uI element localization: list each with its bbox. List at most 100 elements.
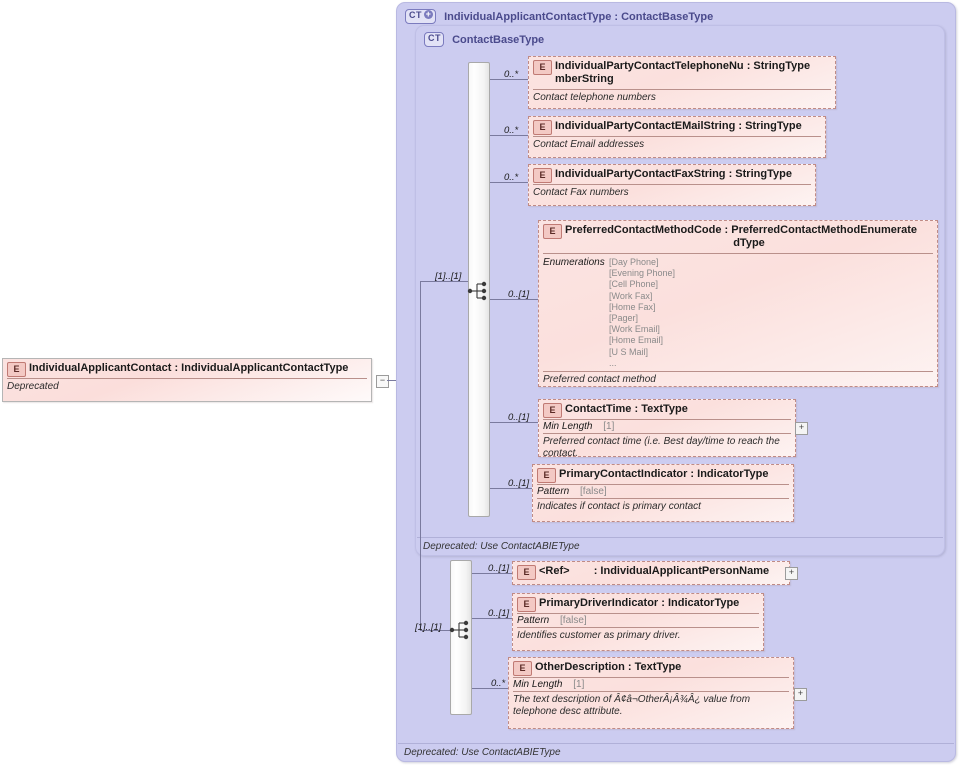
element-box-preferred-contact-method-code[interactable]: E PreferredContactMethodCode : Preferred… <box>538 220 938 387</box>
facet-value: [1] <box>573 679 585 690</box>
ref-expand-toggle[interactable]: + <box>785 567 798 580</box>
element-icon: E <box>517 565 536 580</box>
root-element-documentation: Deprecated <box>7 381 59 392</box>
element-title-row: E OtherDescription : TextType <box>509 658 793 677</box>
connector-to-sequence1-vertical <box>420 281 421 381</box>
divider <box>513 691 789 692</box>
divider <box>543 419 791 420</box>
outer-container-title: IndividualApplicantContactType : Contact… <box>444 10 714 23</box>
divider <box>517 613 759 614</box>
element-box-primary-driver-indicator[interactable]: E PrimaryDriverIndicator : IndicatorType… <box>512 593 764 651</box>
element-box-individual-party-contact-email-string[interactable]: E IndividualPartyContactEMailString : St… <box>528 116 826 158</box>
element-documentation: Contact Email addresses <box>533 139 645 150</box>
connector-ext-3 <box>472 688 512 689</box>
connector-base-2 <box>490 135 528 136</box>
facet-name: Min Length <box>513 679 563 690</box>
sequence-icon <box>449 620 469 640</box>
facet-name: Pattern <box>517 615 550 626</box>
connector-sequence2-horizontal <box>420 630 450 631</box>
element-title-row: E PrimaryDriverIndicator : IndicatorType <box>513 594 763 613</box>
element-title-row: E ContactTime : TextType <box>539 400 795 419</box>
element-box-ref-individual-applicant-person-name[interactable]: E <Ref> : IndividualApplicantPersonName <box>512 561 790 585</box>
divider <box>537 498 789 499</box>
enum-item: [Work Fax] <box>609 290 653 301</box>
complextype-icon: CT <box>424 32 444 47</box>
root-collapse-toggle[interactable]: − <box>376 375 389 388</box>
divider <box>517 627 759 628</box>
enum-item: [Home Email] <box>609 335 664 346</box>
inner-container-header: CT ContactBaseType <box>424 32 544 47</box>
element-name: ContactTime : TextType <box>565 403 688 415</box>
element-icon: E <box>533 120 552 135</box>
root-element-box[interactable]: E IndividualApplicantContact : Individua… <box>2 358 372 402</box>
divider <box>543 253 933 254</box>
element-box-individual-party-contact-fax-string[interactable]: E IndividualPartyContactFaxString : Stri… <box>528 164 816 206</box>
divider <box>543 371 933 373</box>
element-documentation: Contact Fax numbers <box>533 187 629 198</box>
element-box-contact-time[interactable]: E ContactTime : TextType Min Length [1] … <box>538 399 796 459</box>
facet-name: Pattern <box>537 486 570 497</box>
contact-time-expand-toggle[interactable]: + <box>795 422 808 435</box>
element-title-row: E PreferredContactMethodCode : Preferred… <box>539 221 937 253</box>
element-documentation: Indicates if contact is primary contact <box>537 501 701 512</box>
base-element-2-cardinality: 0..* <box>504 125 519 136</box>
complextype-icon: CT+ <box>405 9 436 24</box>
facet-row: Min Length [1] <box>509 678 793 691</box>
element-icon: E <box>543 403 562 418</box>
enumerations-label: Enumerations <box>543 257 605 268</box>
enumerations-values: [Day Phone] [Evening Phone] [Cell Phone]… <box>609 257 675 369</box>
element-title-row: E IndividualPartyContactFaxString : Stri… <box>529 165 815 184</box>
element-title-row: E PrimaryContactIndicator : IndicatorTyp… <box>533 465 793 484</box>
element-title-row: E <Ref> : IndividualApplicantPersonName <box>513 562 789 581</box>
divider <box>513 677 789 678</box>
ext-element-2-cardinality: 0..[1] <box>488 608 510 619</box>
element-documentation: Contact telephone numbers <box>533 92 656 103</box>
element-name: PrimaryDriverIndicator : IndicatorType <box>539 597 740 609</box>
ref-label: <Ref> <box>539 565 570 577</box>
divider <box>7 378 367 379</box>
enum-item: [Work Email] <box>609 324 660 335</box>
element-box-other-description[interactable]: E OtherDescription : TextType Min Length… <box>508 657 794 729</box>
divider <box>533 136 821 137</box>
element-icon: E <box>533 60 552 75</box>
element-documentation: Preferred contact time (i.e. Best day/ti… <box>543 436 780 459</box>
element-documentation: Preferred contact method <box>543 374 656 386</box>
inner-container-title: ContactBaseType <box>452 33 545 46</box>
element-name: IndividualPartyContactFaxString : String… <box>555 168 792 180</box>
connector-base-1 <box>490 79 528 80</box>
facet-row: Min Length [1] <box>539 420 795 433</box>
other-description-expand-toggle[interactable]: + <box>794 688 807 701</box>
element-documentation: Identifies customer as primary driver. <box>517 630 681 641</box>
element-title-row: E IndividualPartyContactTelephoneNu : St… <box>529 57 835 89</box>
element-name: PrimaryContactIndicator : IndicatorType <box>559 468 769 480</box>
element-title-row: E IndividualPartyContactEMailString : St… <box>529 117 825 136</box>
connector-base-5 <box>490 422 538 423</box>
element-box-primary-contact-indicator[interactable]: E PrimaryContactIndicator : IndicatorTyp… <box>532 464 794 522</box>
expand-plus-icon[interactable]: + <box>424 9 433 19</box>
divider <box>533 89 831 90</box>
element-icon: E <box>517 597 536 612</box>
sequence1-cardinality: [1]..[1] <box>435 271 462 282</box>
ext-element-1-cardinality: 0..[1] <box>488 563 510 574</box>
element-box-individual-party-contact-telephone-number-string[interactable]: E IndividualPartyContactTelephoneNu : St… <box>528 56 836 109</box>
enum-item: [Home Fax] <box>609 301 656 312</box>
connector-to-sequence2-vertical <box>420 381 421 631</box>
enum-item: ... <box>609 357 617 368</box>
element-name-line2: dType <box>733 237 765 249</box>
base-element-3-cardinality: 0..* <box>504 172 519 183</box>
divider <box>543 433 791 434</box>
connector-sequence1-horizontal <box>420 281 468 282</box>
facet-row: Pattern [false] <box>513 614 763 627</box>
base-element-5-cardinality: 0..[1] <box>508 412 530 423</box>
facet-value: [false] <box>580 486 607 497</box>
connector-ext-1 <box>472 573 512 574</box>
connector-ext-2 <box>472 618 512 619</box>
root-element-title-row: E IndividualApplicantContact : Individua… <box>3 359 371 378</box>
enumerations-block: Enumerations [Day Phone] [Evening Phone]… <box>539 254 937 371</box>
element-name: OtherDescription : TextType <box>535 661 682 673</box>
root-element-name: IndividualApplicantContact : IndividualA… <box>29 362 349 374</box>
divider <box>537 484 789 485</box>
enum-item: [U S Mail] <box>609 346 649 357</box>
enum-item: [Pager] <box>609 313 639 324</box>
facet-value: [false] <box>560 615 587 626</box>
